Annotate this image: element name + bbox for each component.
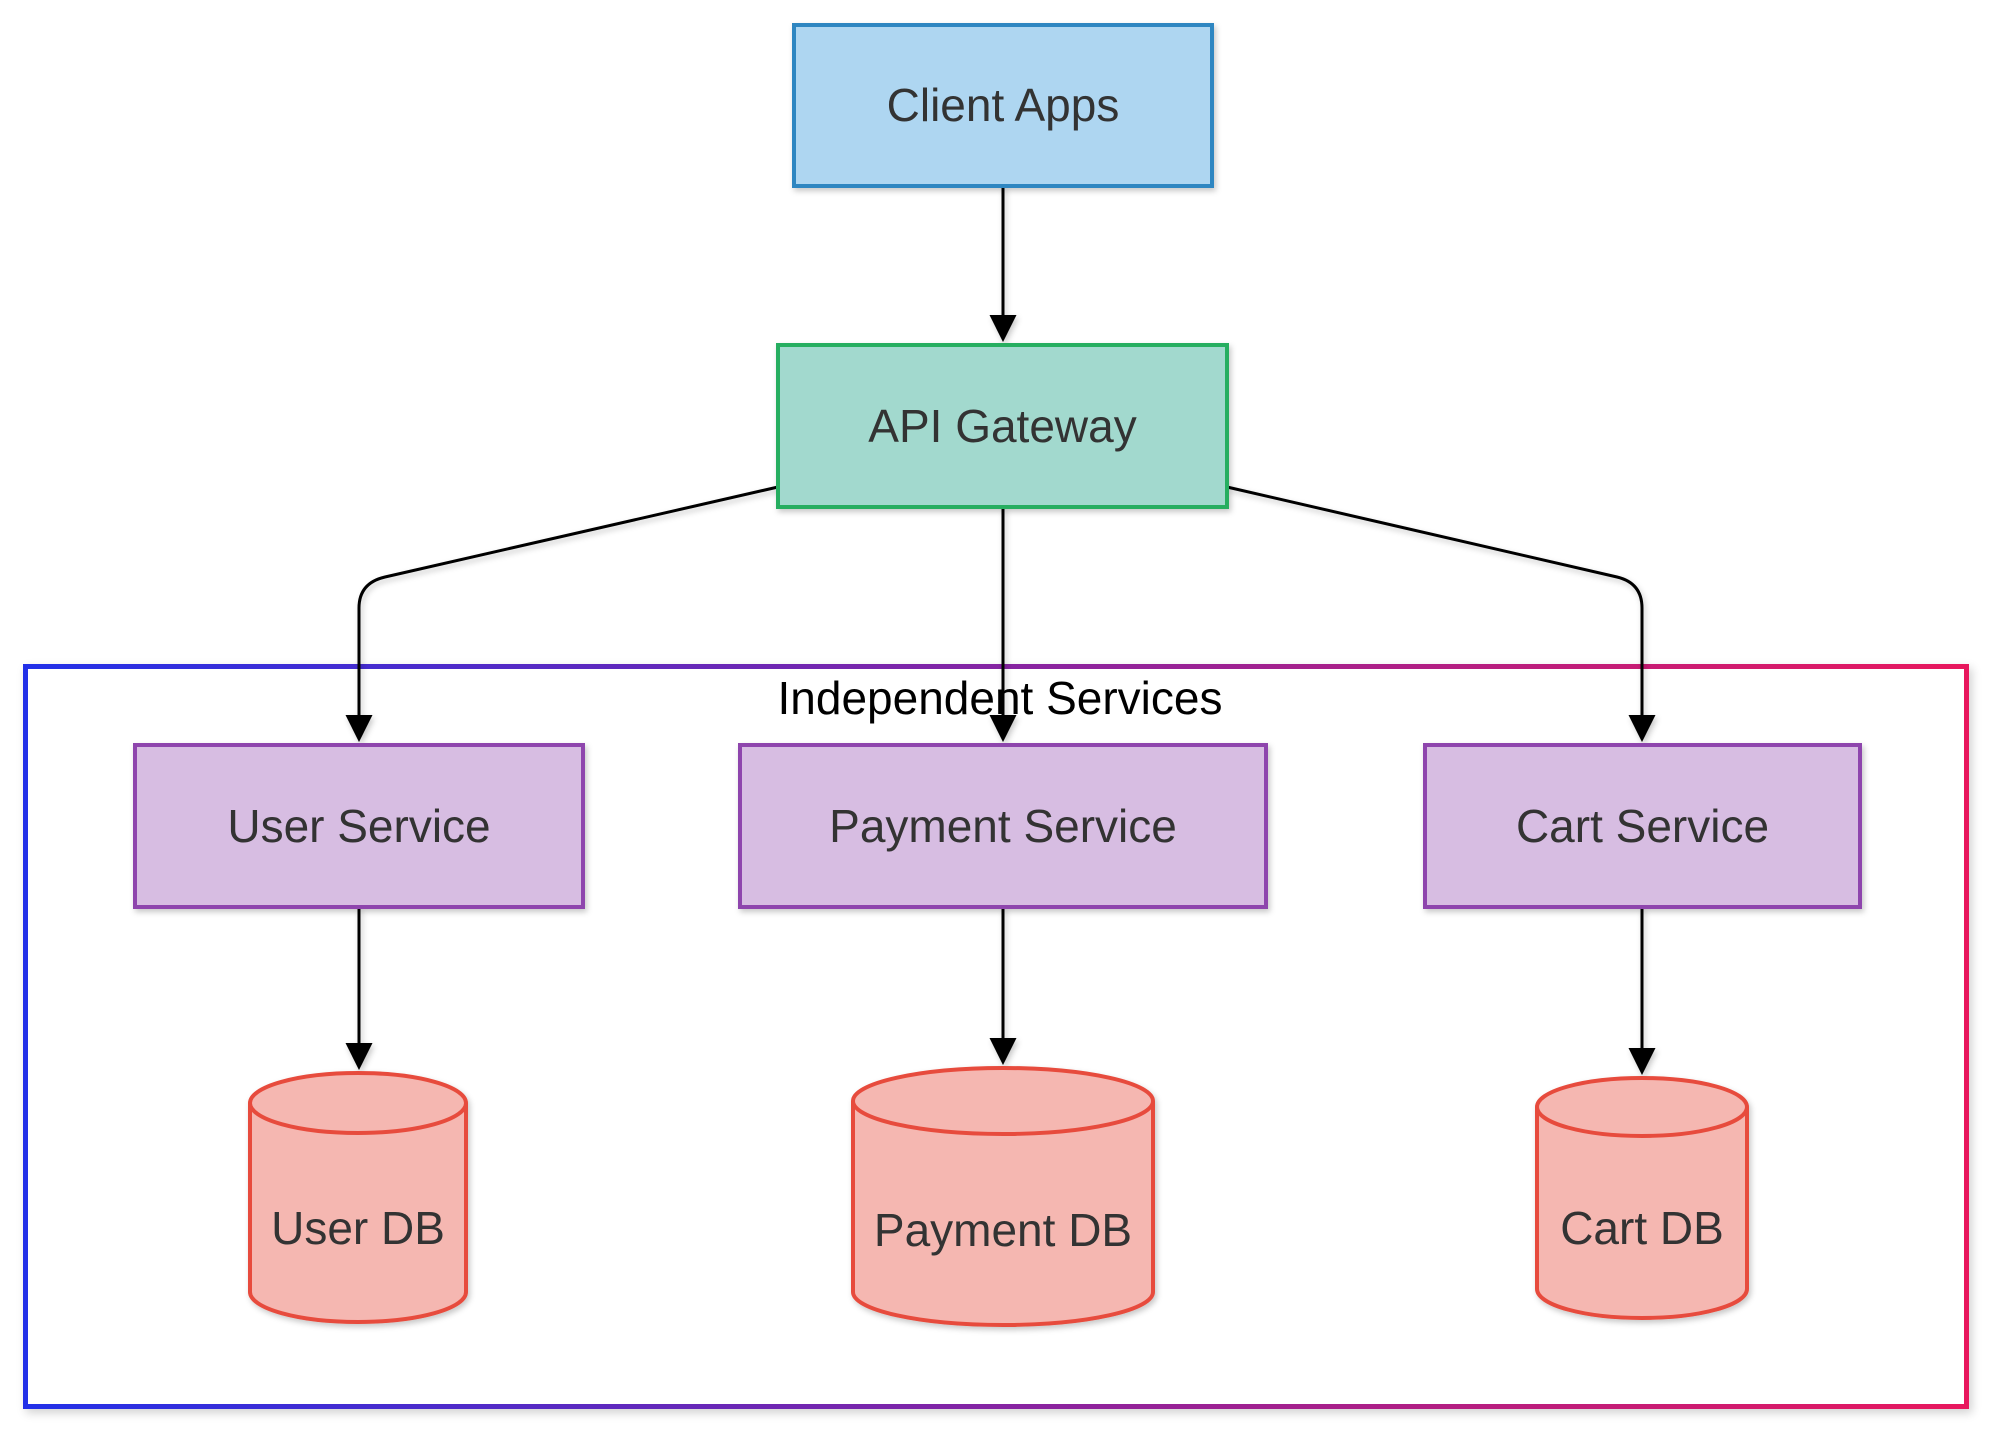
user-service-node <box>133 743 585 909</box>
payment-service-node <box>738 743 1268 909</box>
cart-db-cylinder-lip <box>1535 1106 1749 1138</box>
cart-service-node <box>1423 743 1862 909</box>
edge-gateway-to-cart-service <box>1226 485 1656 743</box>
nodes-group <box>133 23 1862 1327</box>
cart-db-cylinder <box>1535 1076 1749 1320</box>
payment-db-cylinder <box>851 1066 1155 1327</box>
client-apps-node <box>792 23 1214 188</box>
edges-group <box>345 186 1656 1076</box>
edge-gateway-to-user-service <box>345 485 779 743</box>
user-db-cylinder <box>248 1071 468 1324</box>
payment-db-cylinder-lip <box>851 1100 1155 1136</box>
group-title: Independent Services <box>777 672 1223 724</box>
api-gateway-node <box>776 343 1229 509</box>
user-db-cylinder-lip <box>248 1102 468 1135</box>
